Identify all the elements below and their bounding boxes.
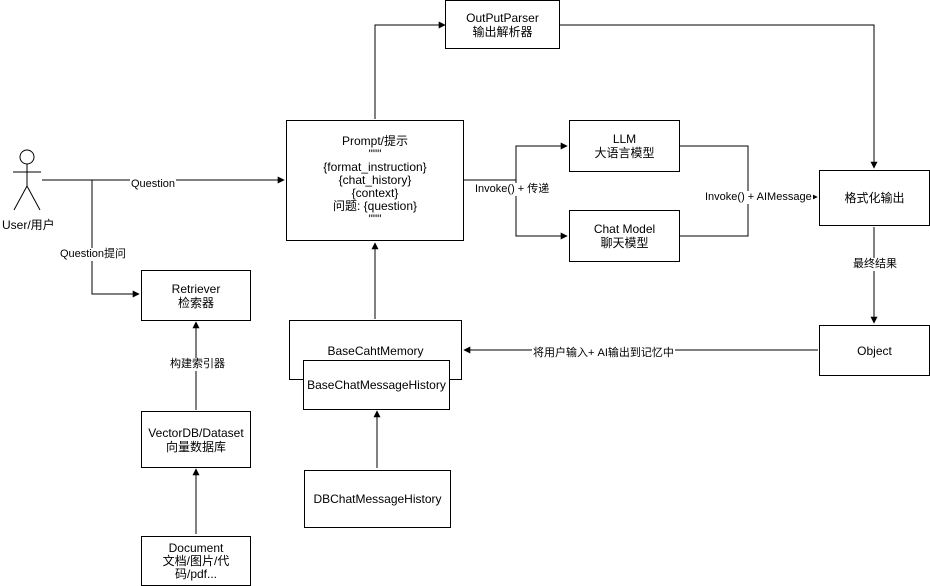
node-title: Chat Model — [593, 222, 656, 236]
prompt-line: {chat_history} — [338, 173, 412, 187]
node-vectordb[interactable]: VectorDB/Dataset 向量数据库 — [141, 411, 251, 468]
edge-user-retriever — [91, 180, 140, 298]
node-message-history[interactable]: BaseChatMessageHistory — [303, 360, 450, 410]
edge-label-question-ask: Question提问 — [59, 248, 128, 261]
edge-label-invoke-aimessage: Invoke() + AIMessage — [704, 191, 813, 204]
node-document[interactable]: Document 文档/图片/代 码/pdf... — [141, 536, 251, 586]
node-subtitle: 聊天模型 — [600, 236, 649, 250]
edge-prompt-chatmodel — [515, 180, 568, 240]
node-title: OutPutParser — [466, 10, 539, 25]
edge-label-final-result: 最终结果 — [852, 258, 898, 271]
edge-outputparser-format — [560, 24, 878, 169]
prompt-line: {format_instruction} — [323, 160, 427, 174]
node-title: LLM — [612, 132, 637, 146]
prompt-line: 问题: {question} — [332, 199, 418, 213]
edge-label-build-index: 构建索引器 — [169, 358, 226, 371]
edge-prompt-llm — [464, 142, 568, 181]
node-subtitle: 码/pdf... — [174, 566, 218, 581]
user-icon — [13, 149, 41, 211]
node-title: Object — [857, 343, 892, 358]
node-object[interactable]: Object — [819, 325, 930, 376]
node-title: DBChatMessageHistory — [313, 492, 442, 506]
node-llm[interactable]: LLM 大语言模型 — [569, 120, 680, 172]
node-subtitle: 检索器 — [177, 295, 214, 310]
node-title: Prompt/提示 — [341, 134, 408, 148]
edge-llm-format — [680, 145, 818, 201]
node-title: Retriever — [171, 281, 221, 296]
node-title: BaseChatMessageHistory — [307, 378, 446, 392]
edge-label-save-memory: 将用户输入+ AI输出到记忆中 — [532, 347, 675, 360]
prompt-line: """ — [368, 147, 382, 161]
actor-label: User/用户 — [2, 218, 55, 232]
node-db-history[interactable]: DBChatMessageHistory — [304, 470, 451, 528]
edge-prompt-outputparser — [374, 21, 446, 119]
node-output-parser[interactable]: OutPutParser 输出解析器 — [445, 0, 560, 49]
prompt-line: """ — [368, 212, 382, 226]
node-title: 格式化输出 — [844, 191, 905, 205]
node-title: VectorDB/Dataset — [148, 425, 244, 440]
node-title: BaseCahtMemory — [327, 344, 424, 358]
prompt-line: {context} — [351, 186, 399, 200]
node-format-output[interactable]: 格式化输出 — [819, 170, 930, 226]
node-prompt[interactable]: Prompt/提示 """ {format_instruction} {chat… — [286, 120, 464, 241]
node-retriever[interactable]: Retriever 检索器 — [141, 270, 251, 321]
edge-label-question: Question — [130, 178, 177, 191]
edge-label-invoke-pass: Invoke() + 传递 — [474, 183, 551, 196]
edge-chatmodel-format — [680, 197, 749, 237]
node-subtitle: 文档/图片/代 — [162, 553, 230, 568]
node-chat-model[interactable]: Chat Model 聊天模型 — [569, 210, 680, 262]
node-subtitle: 大语言模型 — [594, 146, 655, 160]
node-title: Document — [168, 540, 224, 555]
node-subtitle: 输出解析器 — [472, 24, 533, 39]
node-subtitle: 向量数据库 — [165, 439, 226, 454]
